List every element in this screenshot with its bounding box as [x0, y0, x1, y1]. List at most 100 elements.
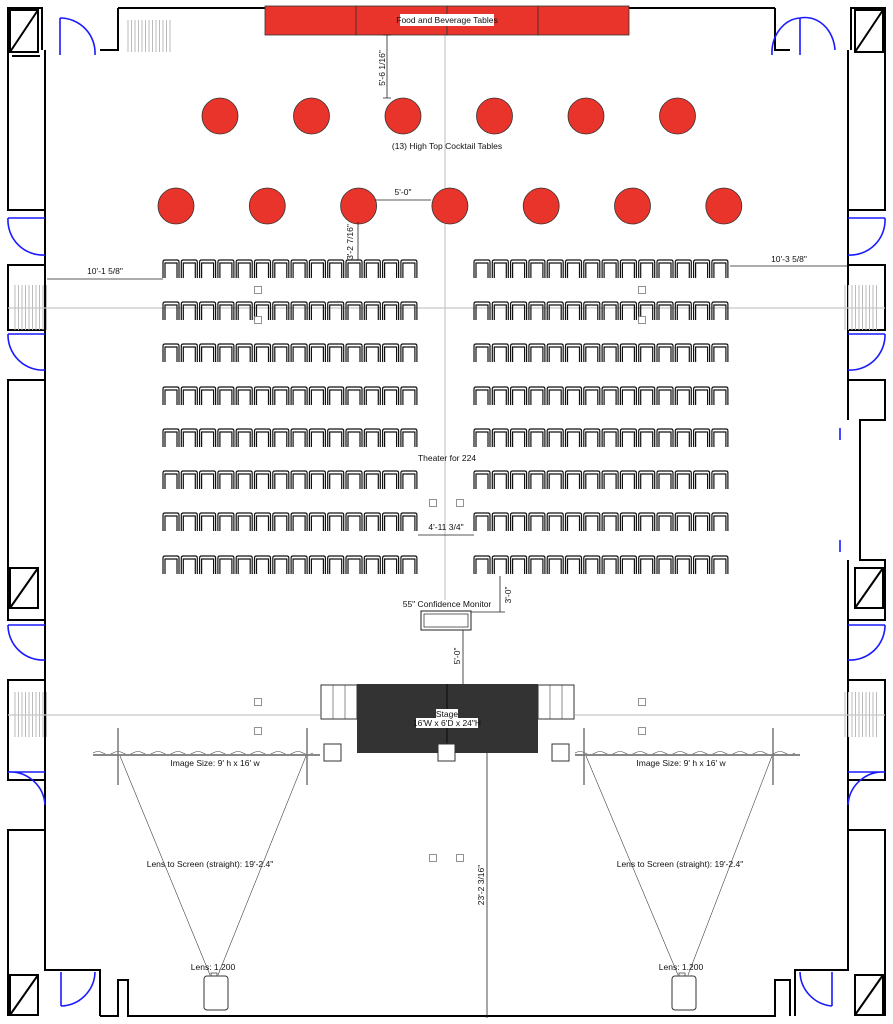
door[interactable] — [7, 217, 46, 256]
stage-lights — [323, 743, 570, 762]
panel-box — [9, 567, 39, 609]
chair — [693, 470, 711, 489]
chair — [272, 470, 290, 489]
chair — [345, 512, 363, 531]
chair — [583, 343, 601, 362]
chair — [564, 470, 583, 489]
cocktail-table — [248, 187, 286, 225]
chair — [180, 343, 198, 362]
chair — [382, 555, 400, 574]
light-box — [551, 743, 570, 762]
chair — [638, 343, 656, 362]
chair — [491, 259, 509, 278]
chair — [583, 470, 601, 489]
chair — [546, 555, 564, 574]
door[interactable] — [847, 624, 886, 661]
chair — [308, 428, 326, 447]
chair — [674, 301, 692, 320]
chair — [180, 470, 198, 489]
chair — [473, 470, 491, 489]
chair — [711, 386, 729, 405]
chair — [638, 386, 656, 405]
cocktail-table — [293, 97, 330, 135]
chair — [491, 555, 509, 574]
chair — [327, 428, 345, 447]
cocktail-table — [659, 97, 696, 135]
chair — [363, 343, 381, 362]
cocktail-table — [340, 187, 378, 225]
chair — [363, 301, 381, 320]
door[interactable] — [847, 771, 886, 806]
stage-steps — [320, 684, 358, 720]
floor-box — [456, 499, 464, 507]
chair — [711, 301, 729, 320]
chair — [619, 428, 637, 447]
chair — [363, 512, 381, 531]
chair — [180, 512, 198, 531]
chair — [491, 512, 509, 531]
door[interactable] — [799, 971, 833, 1007]
chair — [601, 259, 619, 278]
chair — [601, 343, 619, 362]
chair — [199, 470, 217, 489]
chair — [564, 343, 583, 362]
panel-box — [854, 974, 884, 1016]
doors[interactable] — [7, 16, 886, 1007]
door[interactable] — [7, 771, 46, 806]
door[interactable] — [847, 217, 886, 256]
theater-label: Theater for 224 — [418, 453, 476, 463]
chair — [400, 555, 418, 574]
chair — [510, 343, 528, 362]
chair — [693, 259, 711, 278]
door[interactable] — [60, 971, 96, 1007]
chair — [290, 301, 308, 320]
chair — [199, 512, 217, 531]
door[interactable] — [59, 17, 96, 56]
panel-box — [854, 9, 884, 53]
floor-box — [254, 698, 262, 706]
chair — [235, 386, 253, 405]
door[interactable] — [7, 624, 46, 661]
cocktail-table — [705, 187, 743, 225]
chair — [199, 555, 217, 574]
floor-box — [638, 316, 646, 324]
lens-left: Lens: 1.200 — [191, 962, 236, 972]
floor-box — [456, 854, 464, 862]
chair — [180, 555, 198, 574]
chair — [327, 343, 345, 362]
chair — [308, 470, 326, 489]
panel-box — [9, 974, 39, 1016]
chair — [619, 512, 637, 531]
door[interactable] — [771, 16, 836, 56]
chair — [528, 470, 546, 489]
dim-stage-back: 23'-2 3/16" — [476, 865, 486, 906]
projector-icon — [671, 975, 697, 1011]
chair — [619, 386, 637, 405]
dim-center-aisle: 4'-11 3/4" — [428, 522, 463, 532]
dim-table-spacing: 5'-0" — [395, 187, 412, 197]
cocktail-table — [201, 97, 239, 135]
chair — [162, 428, 180, 447]
chair — [162, 343, 180, 362]
dimension-lines: 5'-6 1/16" 5'-0" 3'-2 7/16" 10'-1 5/8" 1… — [47, 34, 848, 1018]
chair — [528, 428, 546, 447]
chair — [382, 259, 400, 278]
dim-tables-chairs: 3'-2 7/16" — [345, 224, 355, 260]
chair — [253, 386, 272, 405]
cocktail-table — [431, 187, 469, 225]
stage-title: Stage — [436, 709, 458, 719]
door[interactable] — [7, 333, 46, 371]
chair — [510, 512, 528, 531]
theater-seating — [162, 259, 729, 574]
fb-table — [537, 5, 630, 36]
cocktail-table — [522, 187, 560, 225]
dim-fb-tables: 5'-6 1/16" — [377, 50, 387, 86]
panel-box — [854, 567, 884, 609]
chair — [400, 259, 418, 278]
image-size-left: Image Size: 9' h x 16' w — [170, 758, 260, 768]
chair — [400, 428, 418, 447]
chair — [619, 555, 637, 574]
chair — [272, 555, 290, 574]
door[interactable] — [847, 333, 886, 371]
chair — [363, 428, 381, 447]
